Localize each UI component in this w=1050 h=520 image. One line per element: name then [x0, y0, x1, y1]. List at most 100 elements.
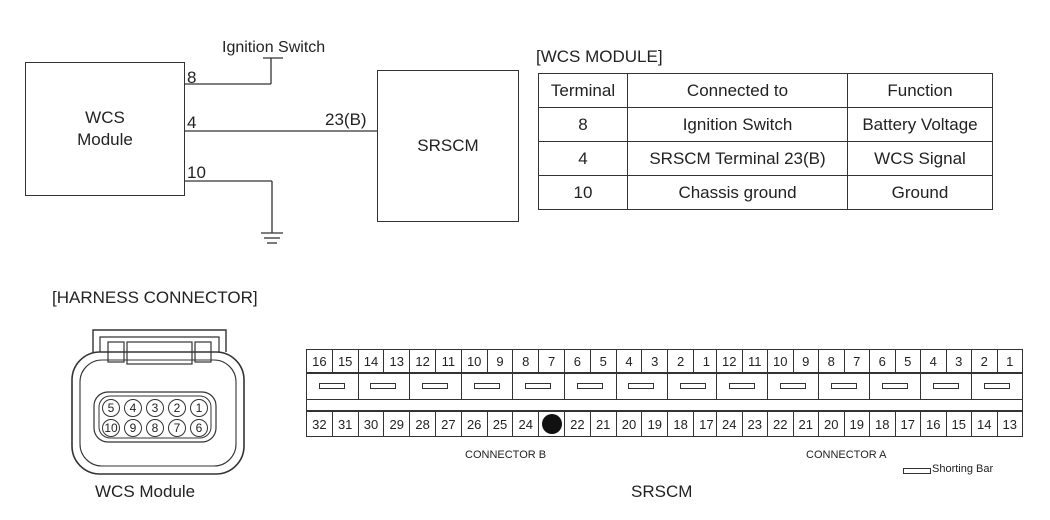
harness-pin: 3 — [146, 399, 164, 417]
shorting-bar — [422, 383, 448, 389]
connector-b-pin: 20 — [615, 411, 643, 437]
band-divider — [615, 373, 617, 399]
connector-a-pin: 17 — [894, 411, 921, 437]
connector-b-pin: 21 — [589, 411, 617, 437]
band-divider — [306, 373, 307, 399]
connector-b-pin: 28 — [409, 411, 436, 437]
connector-a-pin: 2 — [971, 349, 998, 373]
harness-pin: 8 — [146, 419, 164, 437]
pin-4-label: 4 — [187, 113, 197, 132]
connector-a-pin: 15 — [945, 411, 972, 437]
shorting-bar — [881, 383, 908, 389]
wcs-table-title: [WCS MODULE] — [536, 47, 663, 66]
connector-b-pin: 22 — [564, 411, 591, 437]
harness-pin: 6 — [190, 419, 208, 437]
table-cell: 10 — [538, 175, 628, 210]
connector-b-pin: 10 — [460, 349, 488, 373]
connector-b-pin: 14 — [357, 349, 385, 373]
connector-a-label: CONNECTOR A — [806, 449, 887, 461]
band-divider — [409, 373, 411, 399]
band-divider — [716, 373, 717, 399]
shorting-bar-band — [306, 373, 1023, 411]
connector-a-pin: 23 — [741, 411, 768, 437]
wcs-module-box: WCS Module — [25, 62, 185, 196]
wcs-terminal-table: Terminal Connected to Function 8 Ignitio… — [538, 73, 993, 210]
connector-b-pin: 15 — [331, 349, 359, 373]
shorting-bar — [576, 383, 603, 389]
connector-b-pin: 8 — [512, 349, 540, 373]
pin-marker-dot — [541, 414, 562, 434]
band-divider — [920, 373, 921, 399]
connector-b-pin: 11 — [435, 349, 462, 373]
shorting-bar-legend-icon — [903, 468, 931, 474]
connector-b-pin: 18 — [667, 411, 694, 437]
band-divider — [460, 373, 462, 399]
table-cell: WCS Signal — [847, 141, 993, 176]
wcs-module-label: WCS Module — [77, 108, 133, 149]
connector-a-pin: 6 — [869, 349, 896, 373]
table-row: 10 Chassis ground Ground — [538, 175, 993, 210]
connector-a-pin: 20 — [818, 411, 845, 437]
shorting-bar — [830, 383, 857, 389]
shorting-bar — [525, 383, 552, 389]
pin-10-label: 10 — [187, 163, 206, 182]
connector-b-pin: 12 — [409, 349, 436, 373]
connector-a-pin: 1 — [996, 349, 1023, 373]
harness-pin: 4 — [124, 399, 142, 417]
connector-b-pin: 2 — [667, 349, 694, 373]
band-divider — [667, 373, 669, 399]
connector-b-pin: 26 — [460, 411, 488, 437]
connector-a-pin: 9 — [792, 349, 819, 373]
pin-8-label: 8 — [187, 68, 197, 87]
connector-b-pin: 5 — [589, 349, 617, 373]
table-header-row: Terminal Connected to Function — [538, 73, 993, 108]
connector-b-pin: 24 — [512, 411, 540, 437]
connector-a-pin: 3 — [945, 349, 972, 373]
connector-a-pin: 5 — [894, 349, 921, 373]
band-divider — [767, 373, 768, 399]
connector-a-pin: 13 — [996, 411, 1023, 437]
connector-a-pin: 7 — [843, 349, 870, 373]
connector-b-label: CONNECTOR B — [465, 449, 547, 461]
connector-b-pin: 7 — [538, 349, 565, 373]
table-row: 8 Ignition Switch Battery Voltage — [538, 107, 993, 142]
band-divider — [971, 373, 972, 399]
band-divider — [306, 399, 1022, 400]
connector-b-pin: 3 — [641, 349, 669, 373]
connector-b-pin: 27 — [435, 411, 462, 437]
connector-b-pin: 16 — [306, 349, 333, 373]
connector-a-pin: 12 — [716, 349, 743, 373]
band-divider — [512, 373, 514, 399]
connector-a-pin: 18 — [869, 411, 896, 437]
connector-a-pin: 16 — [920, 411, 947, 437]
connector-a-pin: 11 — [741, 349, 768, 373]
srscm-label: SRSCM — [417, 136, 479, 155]
srscm-pin-label: 23(B) — [325, 110, 367, 129]
connector-b-pin — [538, 411, 565, 437]
band-divider — [1022, 373, 1023, 399]
connector-b-pin: 17 — [693, 411, 720, 437]
connector-a-pin: 4 — [920, 349, 947, 373]
harness-pin: 10 — [102, 419, 120, 437]
table-cell: Ground — [847, 175, 993, 210]
connector-b-pin: 19 — [641, 411, 669, 437]
shorting-bar — [983, 383, 1010, 389]
shorting-bar-label: Shorting Bar — [932, 463, 994, 475]
band-divider — [869, 373, 870, 399]
srscm-box: SRSCM — [377, 70, 519, 222]
connector-a-pin: 24 — [716, 411, 743, 437]
table-cell: Chassis ground — [627, 175, 848, 210]
table-cell: 8 — [538, 107, 628, 142]
harness-pin: 5 — [102, 399, 120, 417]
connector-b-pin: 30 — [357, 411, 385, 437]
harness-pin: 7 — [168, 419, 186, 437]
harness-caption: WCS Module — [95, 482, 196, 501]
harness-pin: 1 — [190, 399, 208, 417]
band-divider — [564, 373, 565, 399]
table-header-cell: Function — [847, 73, 993, 108]
shorting-bar — [473, 383, 500, 389]
connector-b-pin: 29 — [383, 411, 411, 437]
connector-b-pin: 4 — [615, 349, 643, 373]
